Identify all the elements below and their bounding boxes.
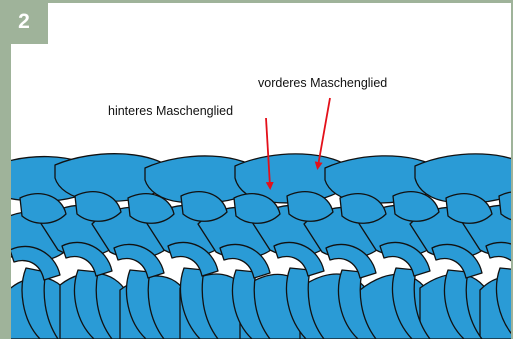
step-number-badge: 2 [0,0,48,44]
front-loop-arrow [318,98,330,166]
back-loop-label: hinteres Maschenglied [108,104,233,118]
front-loop-label: vorderes Maschenglied [258,76,387,90]
